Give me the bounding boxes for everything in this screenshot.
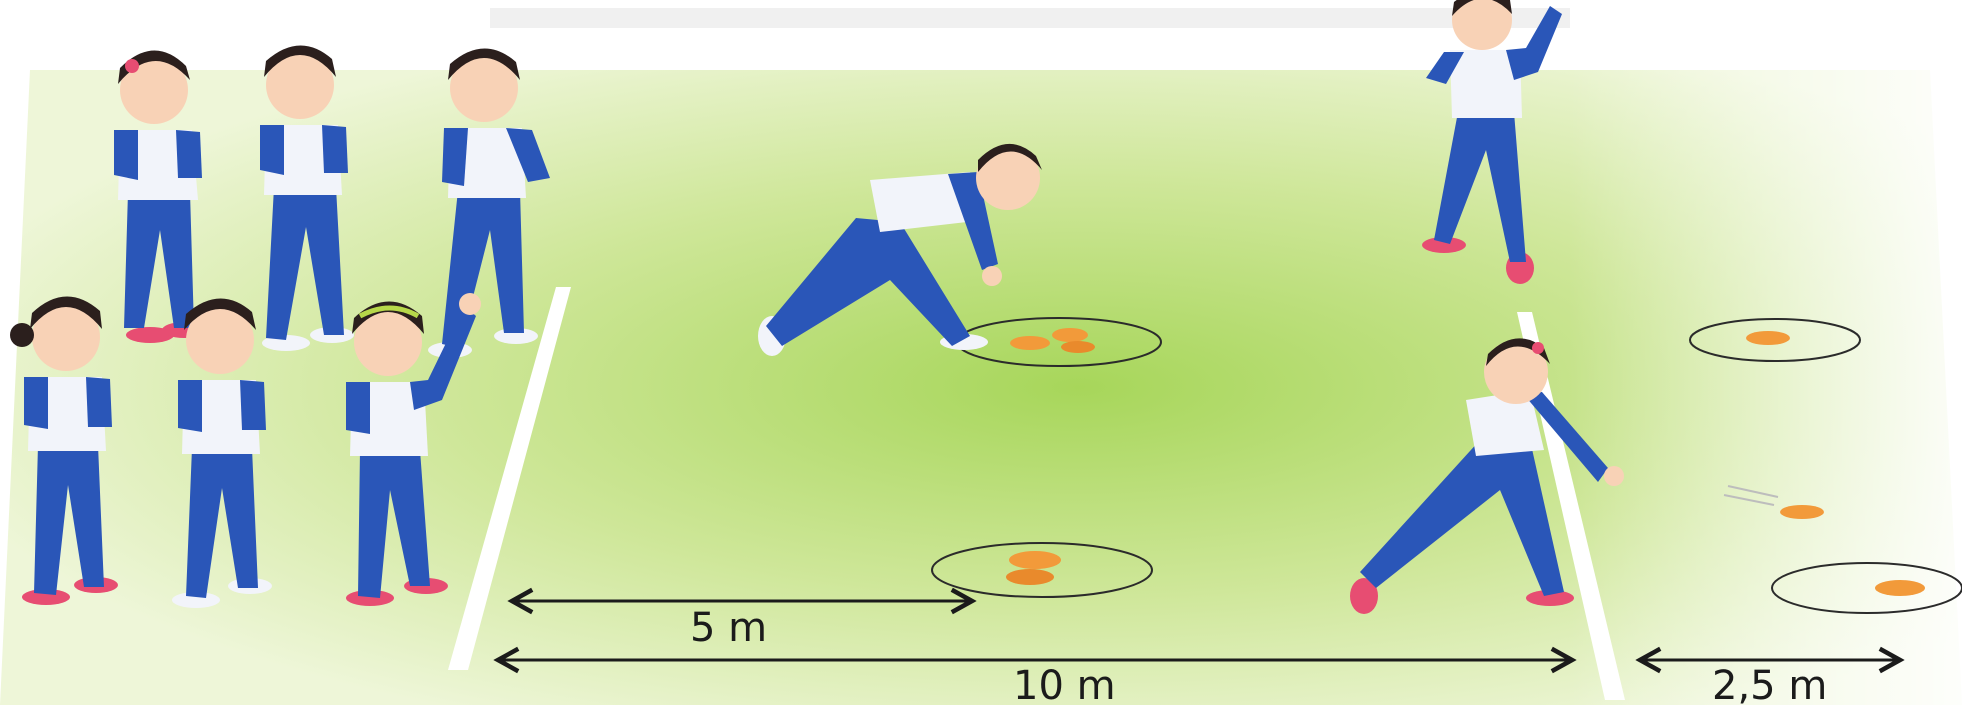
child-figure-icon [1350, 338, 1624, 614]
distance-label-5m: 5 m [690, 605, 768, 651]
child-figure-icon [114, 50, 206, 343]
target-circle-near-bottom [931, 542, 1153, 598]
bean-bag-icon [1009, 551, 1061, 569]
bean-bag-icon [1052, 328, 1088, 342]
bean-bag-icon [1746, 331, 1790, 345]
start-line [448, 287, 571, 670]
child-figure-icon [260, 45, 354, 351]
target-circle-far-top [1689, 318, 1861, 362]
top-banner [490, 8, 1570, 28]
distance-label-2-5m: 2,5 m [1712, 663, 1828, 709]
bean-bag-icon [1061, 341, 1095, 353]
flying-bean-bag [1723, 485, 1824, 519]
child-figure-icon [346, 293, 481, 606]
child-figure-icon [172, 298, 272, 608]
distance-label-10m: 10 m [1013, 663, 1116, 709]
target-circle-far-bottom [1771, 562, 1962, 614]
bean-bag-icon [1780, 505, 1824, 519]
bean-bag-icon [1875, 580, 1925, 596]
bean-bag-icon [1006, 569, 1054, 585]
child-figure-icon [10, 296, 118, 605]
child-figure-icon [758, 143, 1042, 356]
bean-bag-icon [1010, 336, 1050, 350]
child-figure-icon [1422, 0, 1562, 284]
